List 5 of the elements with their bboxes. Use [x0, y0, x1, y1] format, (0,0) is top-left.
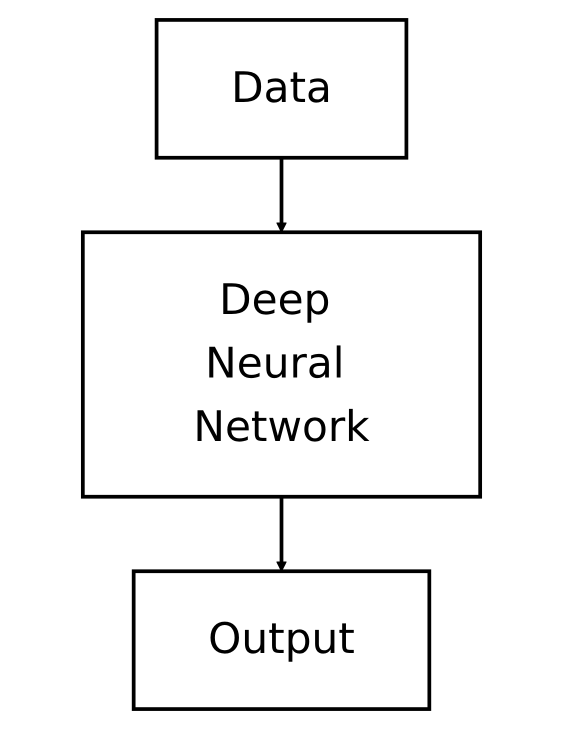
arrow: [276, 158, 287, 233]
node-box: Deep Neural Network: [80, 230, 482, 499]
arrow: [276, 496, 287, 572]
node-box: Output: [132, 569, 432, 711]
node-box: Data: [154, 18, 408, 160]
